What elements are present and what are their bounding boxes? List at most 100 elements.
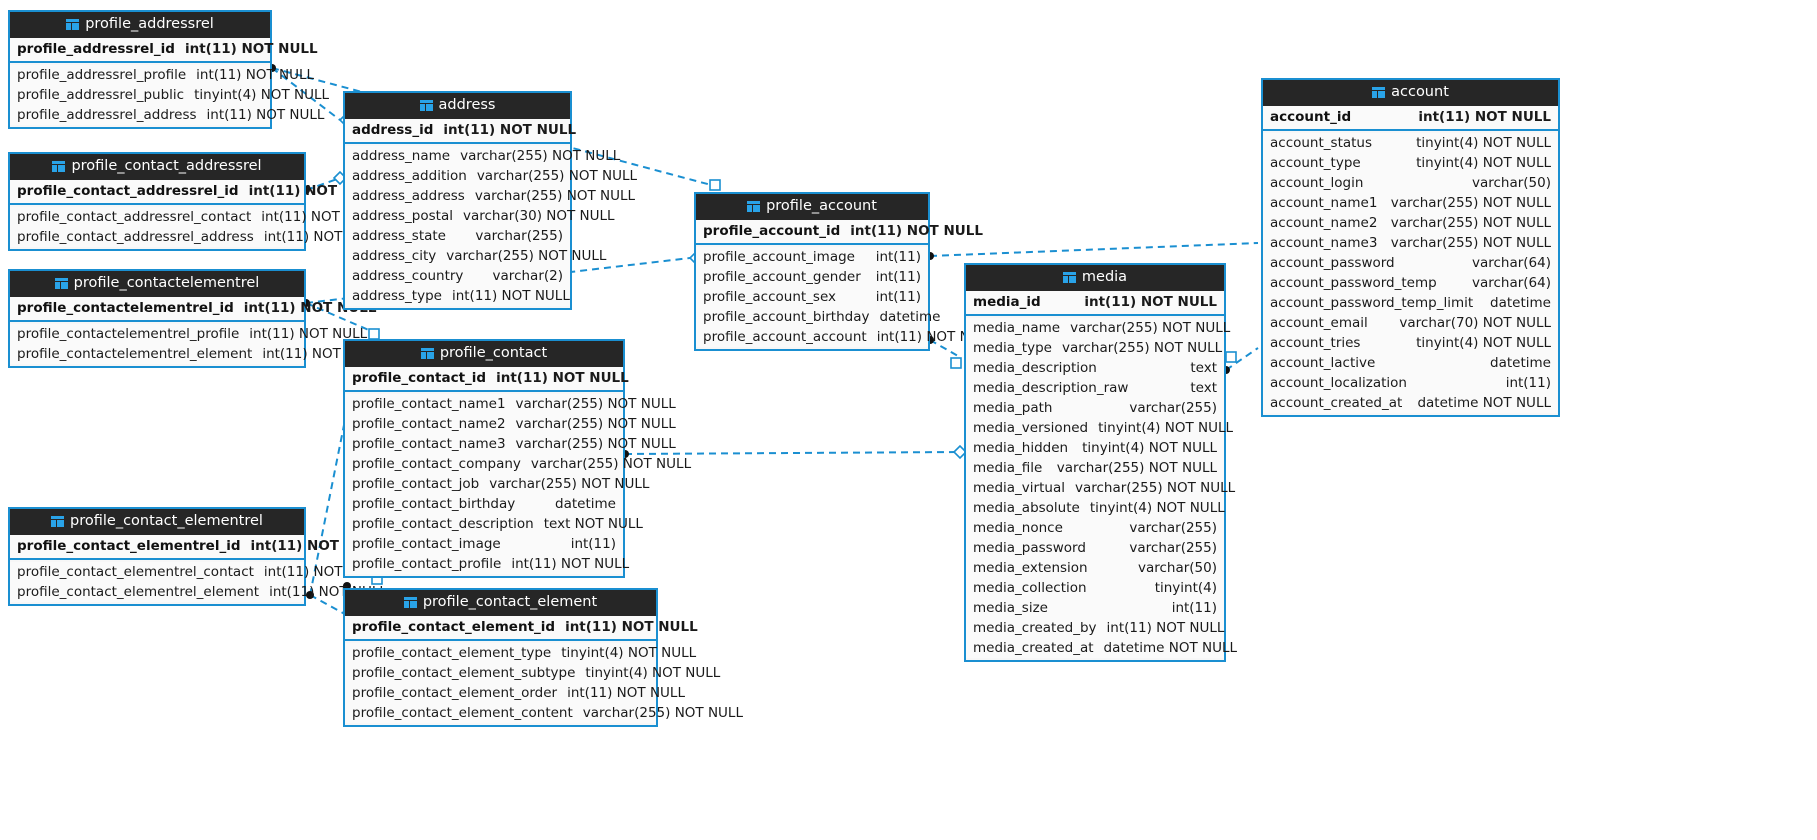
column-name: profile_addressrel_profile bbox=[17, 66, 187, 83]
column-name: profile_contact_elementrel_id bbox=[17, 537, 241, 554]
column-type: varchar(50) bbox=[1471, 174, 1551, 191]
table-account[interactable]: account account_id int(11) NOT NULL acco… bbox=[1261, 78, 1560, 417]
column-name: profile_contact_element_type bbox=[352, 644, 552, 661]
column-type: int(11) NOT NULL bbox=[196, 66, 315, 83]
column-name: media_created_by bbox=[973, 619, 1097, 636]
table-media[interactable]: media media_id int(11) NOT NULL media_na… bbox=[964, 263, 1237, 662]
column-type: tinyint(4) NOT NULL bbox=[1416, 154, 1551, 171]
column-type: int(11) NOT NULL bbox=[511, 555, 630, 572]
table-profile_contact[interactable]: profile_contact profile_contact_id int(1… bbox=[343, 339, 691, 578]
table-address[interactable]: address address_id int(11) NOT NULL addr… bbox=[343, 91, 637, 310]
column-name: profile_contact_element_order bbox=[352, 684, 558, 701]
column-name: media_versioned bbox=[973, 419, 1089, 436]
column-name: profile_contact_addressrel_id bbox=[17, 182, 239, 199]
column-type: varchar(2) bbox=[492, 267, 563, 284]
column-type: int(11) NOT NULL bbox=[567, 684, 685, 701]
column-type: varchar(255) NOT NULL bbox=[474, 187, 636, 204]
column-type: int(11) NOT NULL bbox=[443, 121, 577, 138]
column-name: media_id bbox=[973, 293, 1041, 310]
column-name: media_collection bbox=[973, 579, 1087, 596]
table-profile_contact_element[interactable]: profile_contact_element profile_contact_… bbox=[343, 588, 743, 727]
table-profile_contact_elementrel[interactable]: profile_contact_elementrel profile_conta… bbox=[8, 507, 387, 606]
primary-key-row: media_id int(11) NOT NULL bbox=[966, 290, 1224, 316]
table-profile_contactelementrel[interactable]: profile_contactelementrel profile_contac… bbox=[8, 269, 380, 368]
column-type: varchar(255) bbox=[475, 227, 563, 244]
table-title: profile_contact bbox=[439, 345, 548, 361]
column-name: profile_addressrel_id bbox=[17, 40, 175, 57]
column-type: int(11) bbox=[570, 535, 616, 552]
column-name: profile_contact_image bbox=[352, 535, 501, 552]
column-type: text NOT NULL bbox=[543, 515, 643, 532]
column-name: address_id bbox=[352, 121, 434, 138]
table-row: account_name2 varchar(255) NOT NULL bbox=[1263, 212, 1558, 233]
column-type: int(11) NOT NULL bbox=[1106, 619, 1225, 636]
column-name: media_file bbox=[973, 459, 1043, 476]
column-name: account_name3 bbox=[1270, 234, 1378, 251]
column-type: int(11) NOT NULL bbox=[184, 40, 318, 57]
column-list: profile_addressrel_profile int(11) NOT NU… bbox=[10, 63, 329, 127]
column-name: profile_contact_job bbox=[352, 475, 480, 492]
table-row: media_extension varchar(50) bbox=[966, 557, 1224, 578]
column-type: int(11) bbox=[875, 288, 921, 305]
column-name: account_password bbox=[1270, 254, 1395, 271]
column-name: profile_contact_id bbox=[352, 369, 487, 386]
column-name: account_login bbox=[1270, 174, 1364, 191]
table-icon bbox=[54, 277, 68, 289]
column-type: varchar(50) bbox=[1137, 559, 1217, 576]
column-name: account_localization bbox=[1270, 374, 1407, 391]
link-square bbox=[368, 328, 380, 340]
table-profile_addressrel[interactable]: profile_addressrel profile_addressrel_id… bbox=[8, 10, 329, 129]
column-name: account_name1 bbox=[1270, 194, 1378, 211]
column-name: profile_contact_element_id bbox=[352, 618, 556, 635]
column-name: account_name2 bbox=[1270, 214, 1378, 231]
column-name: media_extension bbox=[973, 559, 1088, 576]
table-icon bbox=[747, 200, 761, 212]
table-profile_contact_addressrel[interactable]: profile_contact_addressrel profile_conta… bbox=[8, 152, 382, 251]
column-type: varchar(255) NOT NULL bbox=[1390, 234, 1551, 251]
column-type: varchar(255) NOT NULL bbox=[582, 704, 743, 721]
column-type: datetime bbox=[555, 495, 616, 512]
column-type: varchar(255) NOT NULL bbox=[1390, 214, 1551, 231]
column-list: account_status tinyint(4) NOT NULL accoun… bbox=[1263, 131, 1558, 415]
column-name: address_name bbox=[352, 147, 451, 164]
link-media-account bbox=[1225, 347, 1259, 371]
primary-key-row: profile_contact_addressrel_id int(11) NO… bbox=[10, 179, 381, 205]
table-profile_account[interactable]: profile_account profile_account_id int(1… bbox=[694, 192, 995, 351]
column-type: int(11) NOT NULL bbox=[565, 618, 698, 635]
link-square bbox=[1225, 351, 1237, 363]
table-header: profile_account bbox=[696, 194, 928, 220]
column-type: datetime NOT NULL bbox=[1103, 639, 1238, 656]
column-type: int(11) bbox=[1171, 599, 1217, 616]
table-icon bbox=[52, 160, 66, 172]
column-type: varchar(255) NOT NULL bbox=[515, 395, 676, 412]
column-name: account_status bbox=[1270, 134, 1373, 151]
table-icon bbox=[51, 515, 65, 527]
column-type: int(11) NOT NULL bbox=[1084, 293, 1217, 310]
column-type: text bbox=[1190, 379, 1217, 396]
column-type: varchar(255) NOT NULL bbox=[515, 415, 676, 432]
column-name: profile_addressrel_public bbox=[17, 86, 185, 103]
table-row: profile_contact_element_order int(11) NOT… bbox=[345, 682, 685, 703]
